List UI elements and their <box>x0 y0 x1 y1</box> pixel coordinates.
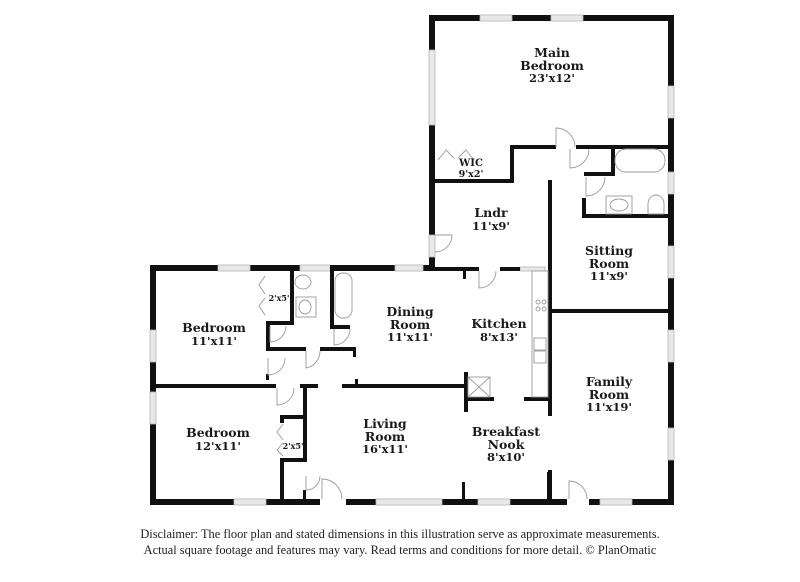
interior-doors <box>258 127 606 491</box>
room-name: Room <box>364 428 406 444</box>
room-name: Room <box>588 386 630 402</box>
disclaimer: Disclaimer: The floor plan and stated di… <box>0 527 800 558</box>
windows <box>149 14 675 506</box>
room-living-room: Living Room 16'x11' <box>362 416 408 456</box>
room-dimensions: 11'x11' <box>387 330 433 344</box>
room-dimensions: 8'x10' <box>487 450 525 464</box>
room-name: Nook <box>487 436 525 452</box>
room-family-room: Family Room 11'x19' <box>585 374 633 414</box>
room-dimensions: 11'x11' <box>191 333 237 348</box>
room-name: Kitchen <box>471 316 527 331</box>
room-name: WIC <box>459 158 483 169</box>
room-dimensions: 8'x13' <box>480 329 518 344</box>
room-dining-room: Dining Room 11'x11' <box>386 304 434 344</box>
room-wic: WIC 9'x2' <box>459 158 484 180</box>
room-dimensions: 16'x11' <box>362 442 408 456</box>
room-dimensions: 11'x9' <box>472 218 510 233</box>
fixtures <box>294 148 666 398</box>
room-name: Room <box>389 316 431 332</box>
room-laundry: Lndr 11'x9' <box>472 205 510 233</box>
room-dimensions: 9'x2' <box>458 169 484 180</box>
room-sitting-room: Sitting Room 11'x9' <box>585 243 633 283</box>
closet-2-dimensions: 2'x5' <box>282 441 304 451</box>
room-name: Bedroom <box>182 320 246 335</box>
interior-walls <box>150 145 672 504</box>
disclaimer-line-1: Disclaimer: The floor plan and stated di… <box>140 527 660 541</box>
room-dimensions: 11'x19' <box>586 400 632 414</box>
room-name: Bedroom <box>520 57 584 73</box>
room-bedroom-2: Bedroom 12'x11' <box>186 425 250 453</box>
room-name: Lndr <box>474 205 508 220</box>
room-name: Family <box>585 374 633 389</box>
closet-1-dimensions: 2'x5' <box>268 293 290 303</box>
room-name: Room <box>588 255 630 271</box>
room-name: Bedroom <box>186 425 250 440</box>
room-name: Breakfast <box>471 424 541 439</box>
room-kitchen: Kitchen 8'x13' <box>471 316 527 344</box>
room-name: Living <box>363 416 407 431</box>
room-dimensions: 23'x12' <box>529 71 575 85</box>
room-name: Sitting <box>585 243 633 258</box>
room-breakfast-nook: Breakfast Nook 8'x10' <box>471 424 541 464</box>
room-name: Dining <box>386 304 434 319</box>
room-main-bedroom: Main Bedroom 23'x12' <box>520 45 584 85</box>
room-dimensions: 11'x9' <box>590 269 628 283</box>
room-bedroom-1: Bedroom 11'x11' <box>182 320 246 348</box>
room-name: Main <box>534 45 570 60</box>
disclaimer-line-2: Actual square footage and features may v… <box>143 542 657 557</box>
exterior-doors <box>320 478 589 506</box>
room-dimensions: 12'x11' <box>195 438 241 453</box>
